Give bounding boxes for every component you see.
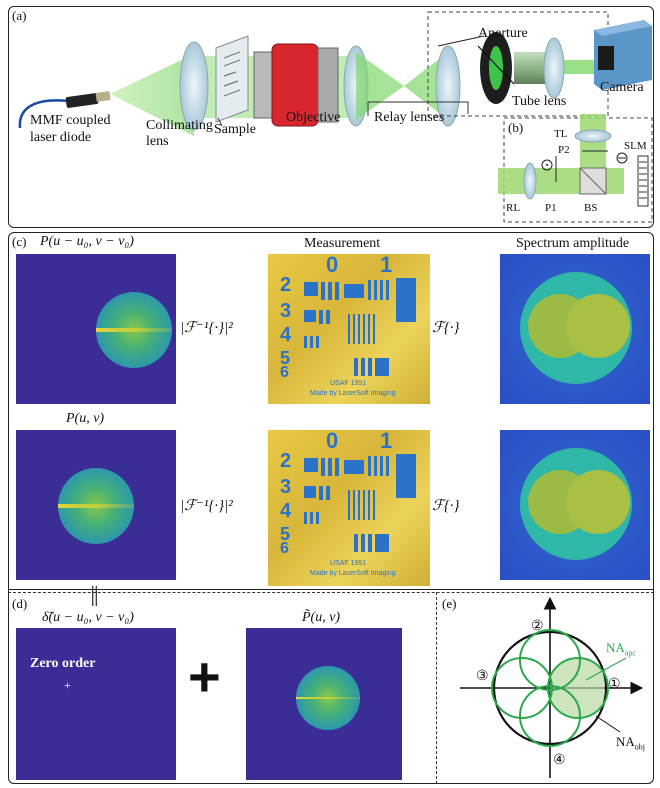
ptilde-title: P̃(u, v) — [302, 610, 341, 625]
usaf-digit-4: 4 — [280, 500, 292, 522]
collimating-lens-label: Collimating lens — [146, 118, 213, 149]
usaf-chart-title: USAF 1951 — [330, 560, 367, 567]
usaf-digit-1: 1 — [380, 430, 393, 453]
slm-label: SLM — [624, 140, 647, 152]
ptilde-image — [246, 628, 402, 780]
usaf-bars — [344, 284, 364, 298]
spectrum-image-1 — [500, 254, 650, 404]
measurement-title: Measurement — [304, 236, 381, 251]
panel-a-label: (a) — [12, 8, 27, 23]
usaf-bars — [304, 336, 319, 348]
usaf-bars — [344, 460, 364, 474]
inverse-transform-op-1: |ℱ⁻¹{·}|² — [180, 320, 233, 336]
pupil-shifted-title: P(u − u₀, v − v₀) — [40, 234, 134, 249]
aperture-label: Aperture — [478, 26, 528, 41]
optical-setup-illustration — [18, 11, 653, 223]
pupil-image — [16, 430, 176, 580]
p1-label: P1 — [545, 202, 557, 214]
usaf-bars — [348, 314, 375, 344]
circle-number-1: ① — [608, 677, 621, 692]
na-apc-sub: apc — [624, 648, 636, 658]
usaf-digit-6: 6 — [280, 364, 289, 381]
usaf-bars — [396, 454, 416, 498]
bs-label: BS — [584, 202, 598, 214]
panel-e-label: (e) — [442, 596, 457, 611]
pupil-disc — [296, 666, 360, 730]
na-diagram — [460, 596, 644, 778]
panel-a-frame — [8, 6, 654, 228]
na-apc-label: NAapc — [606, 640, 636, 658]
pupil-shifted-image — [16, 254, 176, 404]
tube-lens-label: Tube lens — [512, 94, 567, 109]
rl-label: RL — [506, 202, 521, 214]
na-obj-text: NA — [616, 734, 635, 749]
panel-de-frame — [8, 590, 654, 784]
inverse-transform-op-2: |ℱ⁻¹{·}|² — [180, 498, 233, 514]
usaf-bars — [396, 278, 416, 322]
usaf-digit-0: 0 — [326, 430, 339, 453]
equals-sign: || — [91, 583, 99, 608]
usaf-digit-4: 4 — [280, 324, 292, 346]
pupil-disc — [58, 468, 134, 544]
camera-label: Camera — [600, 80, 644, 95]
divider-cd — [8, 592, 654, 593]
usaf-bars — [304, 512, 319, 524]
forward-transform-op-1: ℱ{·} — [432, 320, 460, 336]
spectrum-lobe-right — [566, 294, 630, 358]
usaf-bars — [368, 280, 389, 300]
p2-label: P2 — [558, 144, 570, 156]
panel-c-frame — [8, 232, 654, 590]
usaf-chart-credit: Made by LaserSoft Imaging — [310, 390, 396, 397]
na-obj-label: NAobj — [616, 734, 645, 752]
panel-b-label: (b) — [508, 120, 524, 135]
circle-number-2: ② — [531, 619, 544, 634]
pupil-title: P(u, v) — [66, 411, 105, 426]
spectrum-lobe-right — [566, 470, 630, 534]
usaf-digit-2: 2 — [280, 450, 292, 472]
plus-sign: + — [188, 645, 221, 708]
na-apc-text: NA — [606, 640, 625, 655]
usaf-digit-3: 3 — [280, 476, 292, 498]
usaf-digit-6: 6 — [280, 540, 289, 557]
relay-lenses-label: Relay lenses — [374, 110, 445, 125]
objective-label: Objective — [286, 110, 341, 125]
na-obj-sub: obj — [634, 742, 646, 752]
usaf-digit-5: 5 — [280, 348, 291, 368]
circle-number-4: ④ — [553, 753, 566, 768]
usaf-digit-5: 5 — [280, 524, 291, 544]
delta-image: Zero order + — [16, 628, 176, 780]
usaf-bars — [304, 486, 330, 500]
spectrum-image-2 — [500, 430, 650, 580]
measurement-image-2: 0 1 2 3 4 5 6 USAF 1951 Made by LaserSof… — [268, 430, 430, 586]
usaf-chart-title: USAF 1951 — [330, 380, 367, 387]
zero-order-point: + — [64, 678, 71, 692]
usaf-bars — [368, 456, 389, 476]
delta-title: δ̃(u − u₀, v − v₀) — [42, 610, 134, 625]
spectrum-title: Spectrum amplitude — [516, 236, 630, 251]
circle-number-3: ③ — [476, 669, 489, 684]
panel-c-label: (c) — [12, 234, 27, 249]
measurement-image-1: 0 1 2 3 4 5 6 USAF 1951 Made by LaserSof… — [268, 254, 430, 404]
usaf-digit-2: 2 — [280, 274, 292, 296]
usaf-digit-1: 1 — [380, 254, 393, 277]
usaf-bars — [348, 490, 375, 520]
zero-order-label: Zero order — [30, 656, 96, 671]
divider-de — [436, 592, 437, 784]
usaf-digit-3: 3 — [280, 300, 292, 322]
source-label: MMF coupled laser diode — [30, 113, 111, 145]
usaf-bars — [304, 282, 339, 300]
usaf-digit-0: 0 — [326, 254, 339, 277]
usaf-chart-credit: Made by LaserSoft Imaging — [310, 570, 396, 577]
usaf-bars — [354, 358, 389, 376]
panel-d-label: (d) — [12, 596, 28, 611]
tl-label: TL — [554, 128, 568, 140]
usaf-bars — [304, 458, 339, 476]
pupil-disc — [96, 292, 172, 368]
usaf-bars — [354, 534, 389, 552]
usaf-bars — [304, 310, 330, 324]
forward-transform-op-2: ℱ{·} — [432, 498, 460, 514]
sample-label: Sample — [214, 122, 256, 137]
